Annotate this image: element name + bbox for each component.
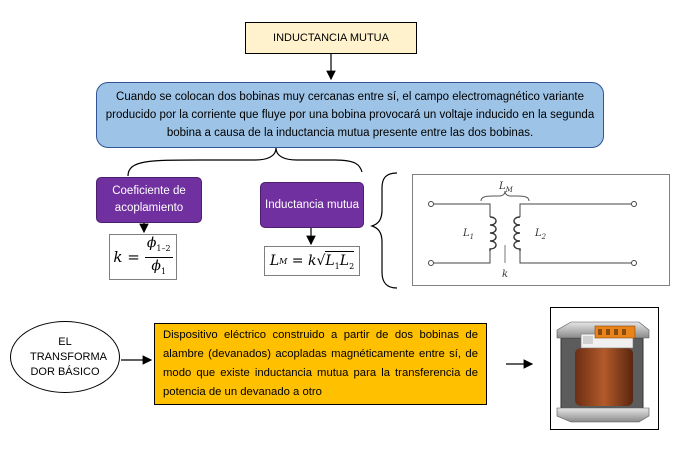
- mutual-inductance-box: Inductancia mutua: [260, 182, 364, 228]
- svg-text:LM: LM: [498, 181, 514, 194]
- formula-denominator: ϕ1: [151, 257, 167, 276]
- transformer-photo: [550, 307, 659, 430]
- brace-definition: [127, 147, 363, 177]
- terminal-icon: [631, 260, 637, 266]
- transformer-label: EL TRANSFORMA DOR BÁSICO: [10, 321, 120, 393]
- circuit-diagram: LM L1 L2 k: [412, 174, 670, 286]
- terminal-icon: [428, 260, 434, 266]
- svg-text:L1: L1: [462, 228, 474, 241]
- page-title: INDUCTANCIA MUTUA: [245, 22, 417, 54]
- transformer-description: Dispositivo eléctrico construido a parti…: [154, 323, 487, 405]
- formula-lhs: k =: [113, 248, 140, 266]
- definition-box: Cuando se colocan dos bobinas muy cercan…: [96, 82, 604, 148]
- brace-circuit: [370, 172, 398, 289]
- transformer-image-icon: [556, 321, 650, 423]
- coefficient-formula: k = ϕ1–2 ϕ1: [109, 234, 177, 280]
- coil-l2-icon: [513, 216, 521, 251]
- coil-l1-icon: [489, 216, 497, 251]
- terminal-icon: [428, 201, 434, 207]
- coefficient-box: Coeficiente de acoplamiento: [96, 177, 202, 223]
- terminal-icon: [631, 201, 637, 207]
- svg-text:k: k: [502, 269, 508, 280]
- coupled-coils-schematic: LM L1 L2 k: [428, 181, 637, 280]
- formula-numerator: ϕ1–2: [144, 235, 173, 258]
- svg-text:L2: L2: [534, 228, 547, 241]
- formula-fraction: ϕ1–2 ϕ1: [144, 235, 173, 280]
